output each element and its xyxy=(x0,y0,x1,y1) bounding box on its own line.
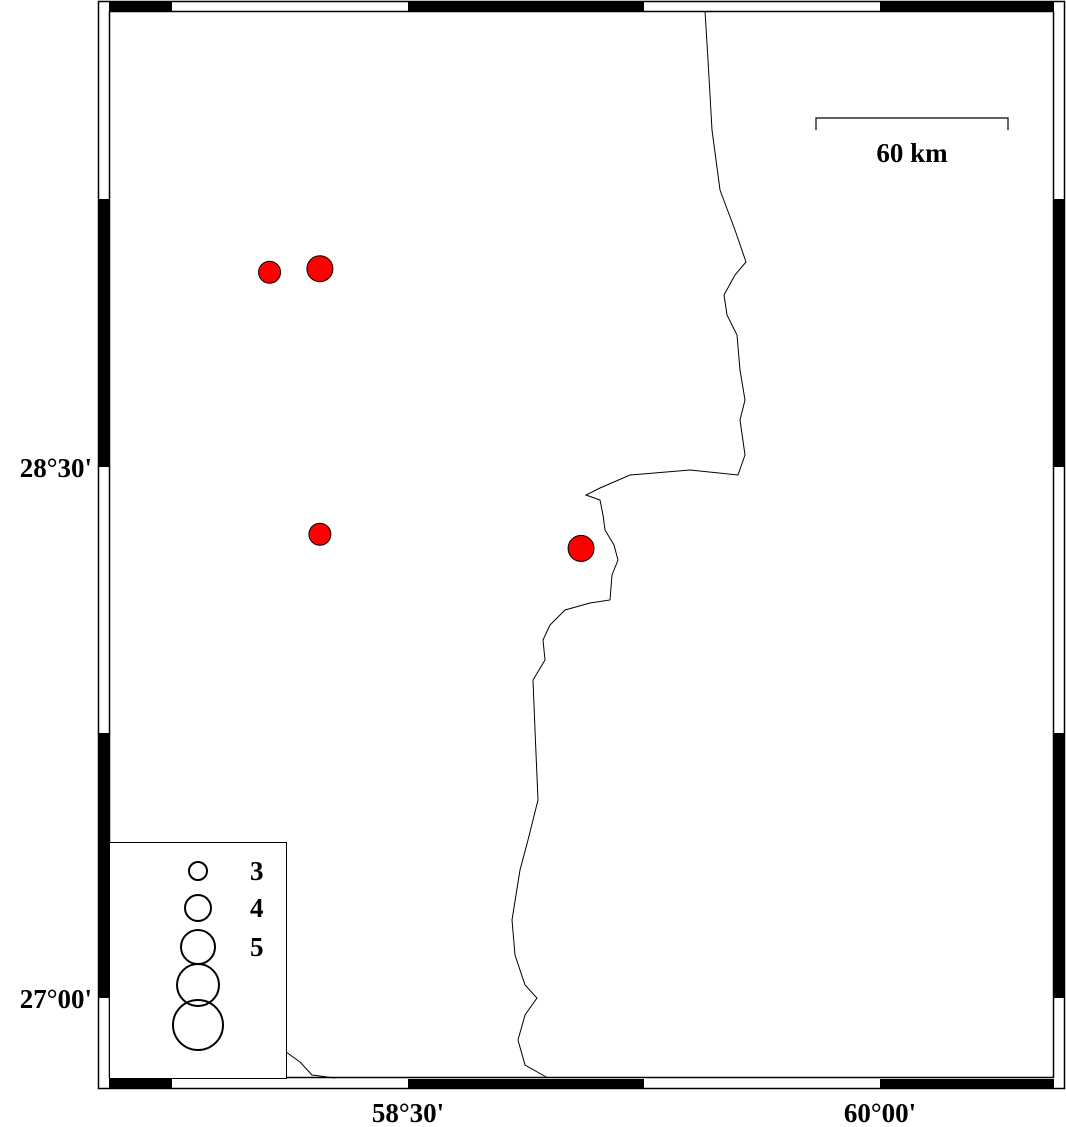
legend-label: 4 xyxy=(250,893,264,923)
x-tick-label: 58°30' xyxy=(372,1098,444,1127)
earthquake-event-marker xyxy=(306,255,334,283)
scale-bar-line xyxy=(815,117,1009,130)
earthquake-event-marker xyxy=(258,260,282,284)
coastline-southwest xyxy=(285,1051,336,1079)
legend-box xyxy=(109,842,287,1079)
x-tick-label: 60°00' xyxy=(844,1098,916,1127)
map-frame-inner xyxy=(108,10,1055,1079)
map-frame-outer xyxy=(97,0,1066,1090)
earthquake-events xyxy=(258,255,595,562)
earthquake-event-marker xyxy=(308,522,332,546)
coastline xyxy=(511,10,747,1079)
scale-bar-label: 60 km xyxy=(876,138,948,168)
frame-bar-segment xyxy=(408,2,644,11)
legend-circle xyxy=(176,963,220,1007)
frame-bar-segment xyxy=(1054,733,1064,998)
magnitude-legend: 3 4 5 xyxy=(109,842,287,1079)
frame-bar-segment xyxy=(99,733,109,998)
frame-scale-bars xyxy=(99,2,1064,1088)
legend-label: 5 xyxy=(250,932,264,962)
y-tick-label: 27°00' xyxy=(20,984,92,1014)
frame-bar-segment xyxy=(1054,199,1064,467)
scale-bar: 60 km xyxy=(815,117,1009,168)
legend-circle xyxy=(184,894,212,922)
legend-circle xyxy=(188,861,208,881)
frame-bar-segment xyxy=(880,1079,1054,1088)
earthquake-event-marker xyxy=(567,534,595,562)
frame-bar-segment xyxy=(109,1079,172,1088)
frame-bar-segment xyxy=(880,2,1054,11)
frame-bar-segment xyxy=(99,199,109,467)
frame-bar-segment xyxy=(109,2,172,11)
frame-bar-segment xyxy=(408,1079,644,1088)
legend-label: 3 xyxy=(250,856,264,886)
y-tick-label: 28°30' xyxy=(20,453,92,483)
legend-circle xyxy=(172,999,224,1051)
